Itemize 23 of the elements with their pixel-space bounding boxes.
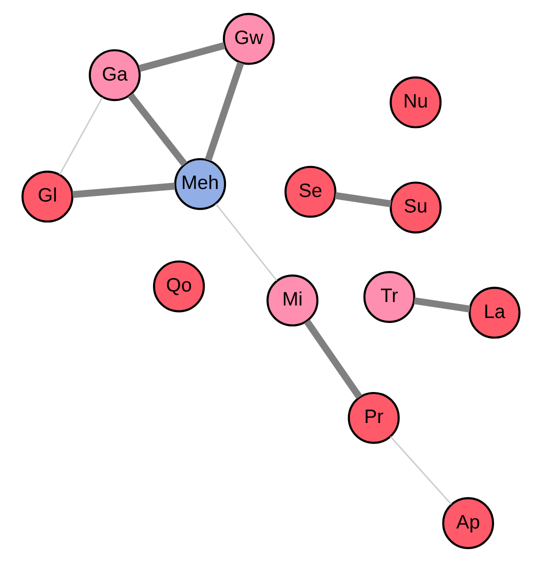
node-circle: Gl (22, 170, 74, 223)
node-circle: Meh (174, 158, 226, 210)
connector (138, 42, 226, 72)
connector (128, 93, 188, 166)
connector (72, 182, 176, 198)
node-circle: Qo (153, 260, 205, 312)
connector (215, 203, 278, 282)
connector (414, 297, 470, 312)
node-circle: Pr (348, 392, 400, 444)
node-circle: Gw (222, 12, 275, 65)
connector (204, 62, 244, 162)
connector (304, 319, 362, 400)
node-circle: Tr (363, 271, 416, 323)
node-circle: Ap (442, 497, 494, 550)
node-circle: Nu (390, 76, 442, 128)
node-circle: Se (284, 166, 336, 218)
node-circle: Ga (88, 49, 141, 102)
node-circle: Su (390, 182, 442, 234)
node-circle: Mi (266, 274, 318, 326)
node-circle: La (468, 286, 520, 339)
connector (390, 436, 452, 505)
connector (334, 192, 392, 208)
connector (59, 97, 103, 175)
